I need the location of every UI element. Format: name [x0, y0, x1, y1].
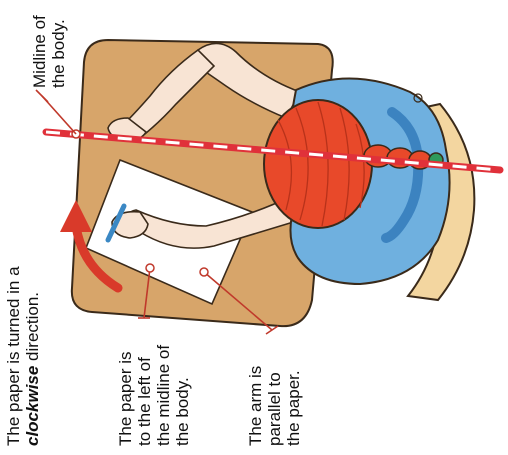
arm-pointer-dot: [200, 268, 208, 276]
arm-parallel-line1: The arm is: [246, 366, 265, 446]
paper-left-line3: the midline of: [154, 345, 173, 446]
midline-label: Midline of the body.: [30, 15, 68, 88]
rotation-label: The paper is turned in a clockwise direc…: [4, 266, 42, 446]
rotation-label-line2: clockwise direction.: [23, 266, 42, 446]
rotation-emphasis: clockwise: [23, 366, 42, 446]
paper-left-line2: to the left of: [135, 345, 154, 446]
midline-line1: Midline of: [30, 15, 49, 88]
head-hair: [264, 100, 372, 228]
paper-left-line4: the body.: [173, 345, 192, 446]
midline-line2: the body.: [49, 15, 68, 88]
paper-pointer-dot: [146, 264, 154, 272]
arm-parallel-line2: parallel to: [265, 366, 284, 446]
paper-left-label: The paper is to the left of the midline …: [116, 345, 192, 446]
rotation-label-line1: The paper is turned in a: [4, 266, 23, 446]
arm-parallel-line3: the paper.: [284, 366, 303, 446]
paper-left-line1: The paper is: [116, 345, 135, 446]
rotation-label-rest: direction.: [23, 292, 42, 366]
arm-parallel-label: The arm is parallel to the paper.: [246, 366, 303, 446]
